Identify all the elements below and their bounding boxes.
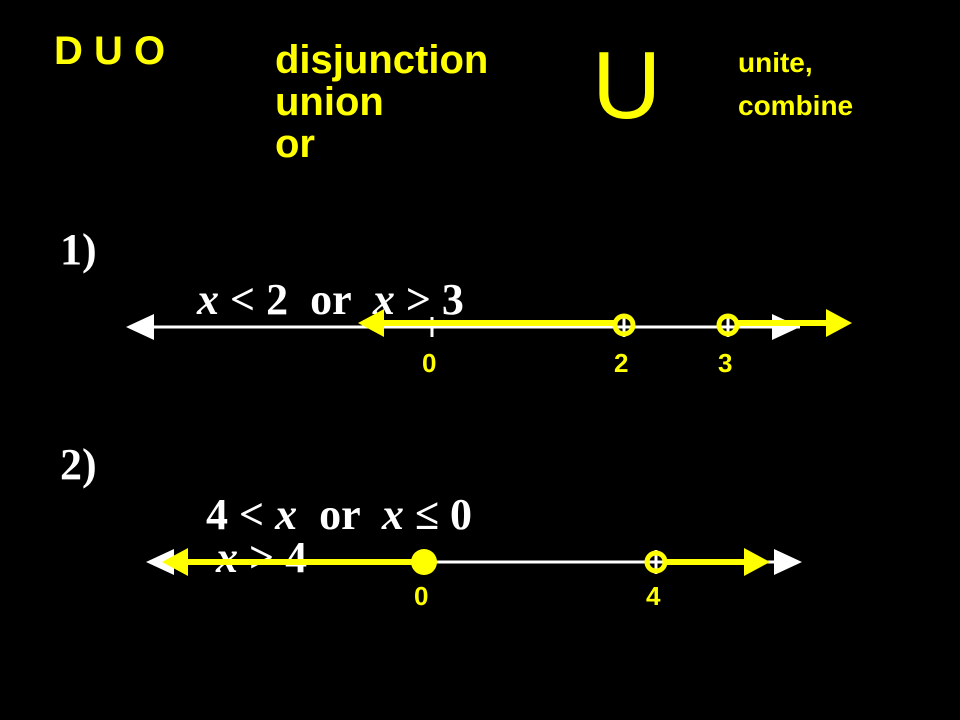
axis-arrow-left	[146, 549, 174, 575]
term-or: or	[275, 122, 315, 166]
solution-ray-left-arrow	[358, 309, 384, 337]
problem-2-rewrite: x > 4	[172, 483, 307, 633]
expr-seg: > 4	[238, 533, 308, 582]
problem-2-number: 2)	[60, 440, 97, 489]
axis-arrow-right	[772, 314, 800, 340]
tick-label-4: 4	[646, 581, 661, 611]
axis-arrow-right	[774, 549, 802, 575]
expr-seg: or	[297, 490, 382, 539]
tick-label-3: 3	[718, 348, 733, 378]
solution-ray-left-arrow	[162, 548, 188, 576]
meaning-unite: unite,	[738, 47, 813, 78]
expr-seg: x	[381, 490, 404, 539]
meaning-combine: combine	[738, 90, 854, 121]
acronym-title: D U O	[54, 29, 166, 73]
expr-seg: 4 <	[206, 490, 276, 539]
expr-seg: ≤ 0	[403, 490, 472, 539]
solution-ray-right-arrow	[826, 309, 852, 337]
solution-ray-right-arrow	[744, 548, 770, 576]
problem-1-number: 1)	[60, 225, 97, 274]
open-point-2	[612, 313, 636, 337]
expr-seg: x	[372, 275, 395, 324]
tick-label-0: 0	[422, 348, 437, 378]
number-line-1	[126, 309, 852, 340]
expr-seg: < 2 or	[219, 275, 373, 324]
expr-seg: x	[275, 490, 298, 539]
open-point-4	[644, 550, 668, 574]
expr-seg: > 3	[394, 275, 464, 324]
number-line-2	[146, 548, 802, 576]
tick-label-0: 0	[414, 581, 429, 611]
term-union: union	[275, 80, 384, 124]
open-point-3	[716, 313, 740, 337]
expr-seg: x	[197, 275, 219, 324]
expr-seg: x	[216, 533, 238, 582]
axis-arrow-left	[126, 314, 154, 340]
term-disjunction: disjunction	[275, 38, 489, 82]
closed-point-0	[411, 549, 437, 575]
union-symbol: U	[592, 32, 662, 139]
problem-2-expression: 4 < x or x ≤ 0	[162, 440, 472, 590]
problem-1-expression: x < 2 or x > 3	[153, 225, 464, 375]
tick-label-2: 2	[614, 348, 629, 378]
